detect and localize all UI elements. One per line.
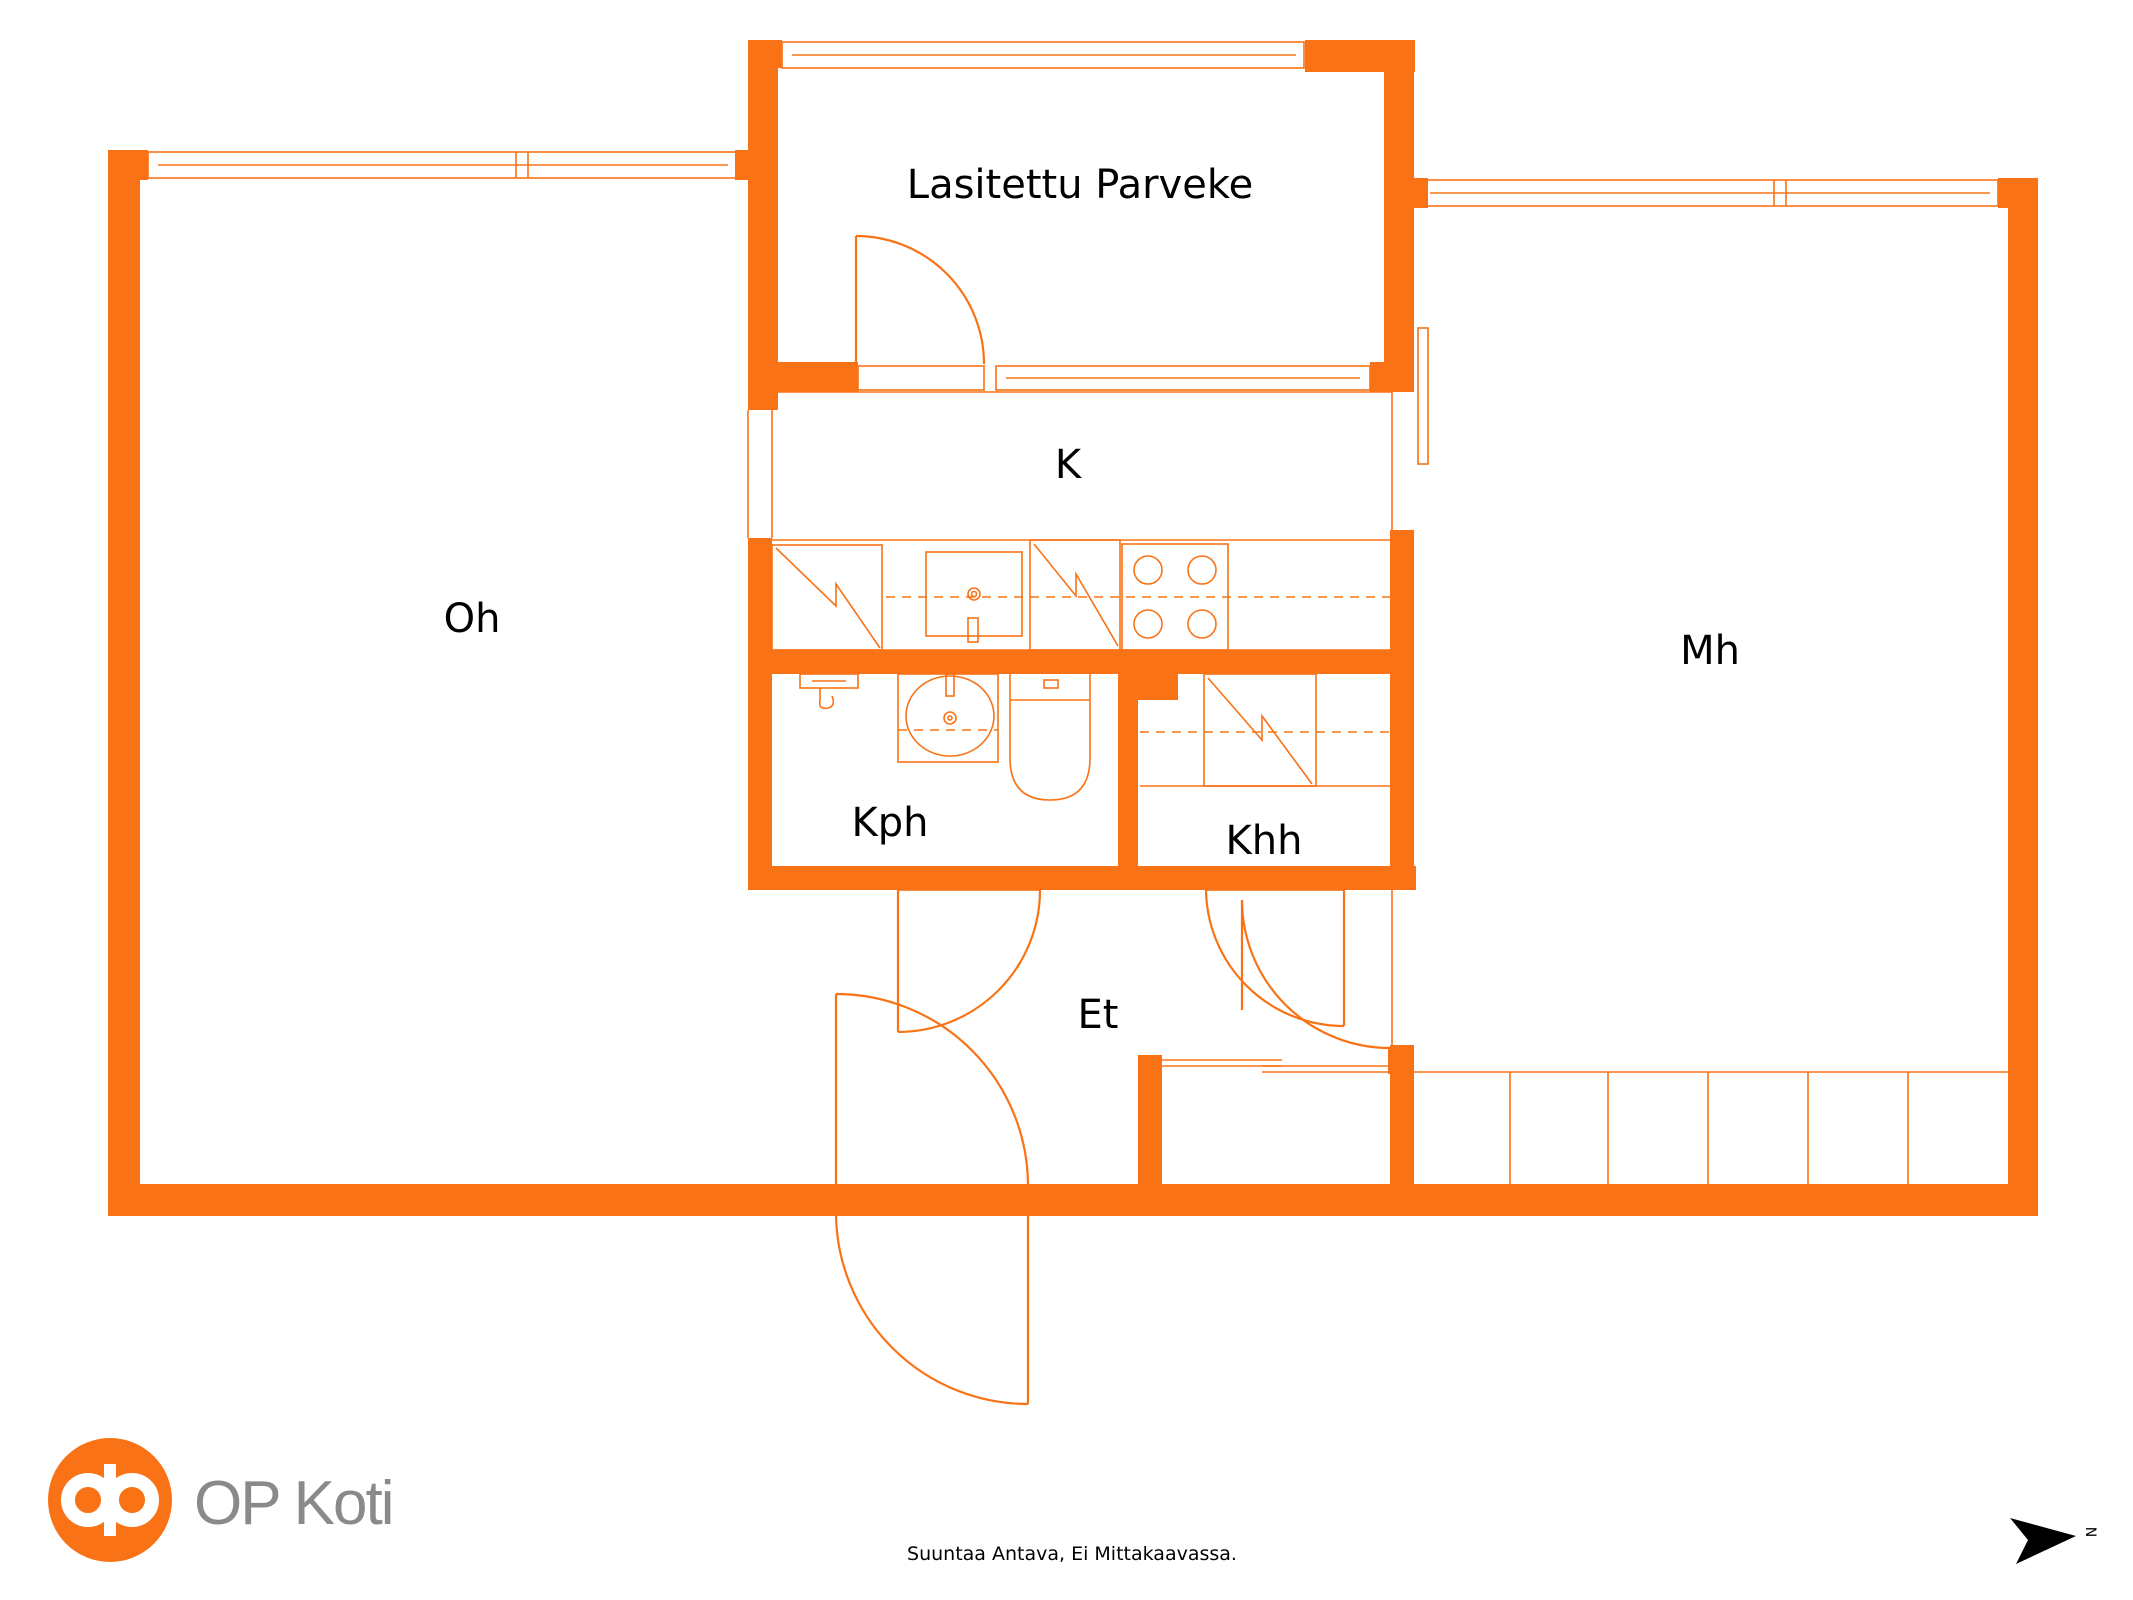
bathroom-fixtures [799, 673, 1091, 801]
north-arrow-icon [2010, 1518, 2076, 1564]
walls [108, 40, 2038, 1216]
room-label-kph: Kph [852, 800, 929, 846]
doors [834, 234, 1393, 1406]
wardrobes [1414, 1071, 2008, 1184]
room-label-k: K [1055, 442, 1083, 488]
brand-name: OP Koti [194, 1469, 393, 1538]
kitchen-counter [771, 539, 1390, 651]
kitchen-opening [747, 391, 1393, 538]
utility-fixtures [1140, 671, 1390, 787]
room-label-oh: Oh [444, 596, 501, 642]
room-label-mh: Mh [1680, 628, 1740, 674]
room-label-parveke: Lasitettu Parveke [907, 162, 1253, 208]
room-label-et: Et [1078, 992, 1119, 1038]
scale-note: Suuntaa Antava, Ei Mittakaavassa. [907, 1543, 1237, 1565]
room-label-khh: Khh [1226, 818, 1303, 864]
op-logo-icon [48, 1438, 172, 1562]
north-label: N [2082, 1527, 2098, 1537]
windows [147, 41, 1999, 465]
